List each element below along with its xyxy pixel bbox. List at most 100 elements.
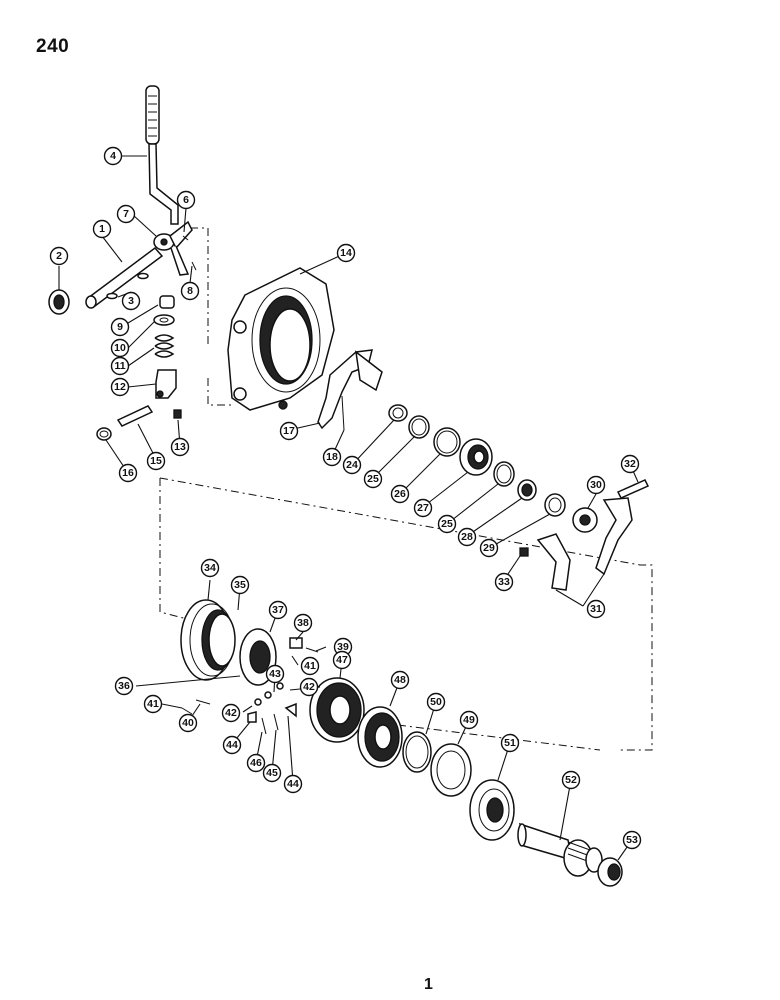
svg-text:43: 43 — [269, 668, 281, 680]
part-ring-26 — [433, 427, 461, 457]
part-washer-28 — [517, 479, 537, 501]
callout-18: 18 — [322, 447, 342, 467]
svg-text:44: 44 — [287, 778, 299, 790]
part-pins — [182, 235, 197, 271]
callout-37: 37 — [268, 600, 288, 620]
callout-24: 24 — [342, 455, 362, 475]
callout-42b: 42 — [221, 703, 241, 723]
callout-41b: 41 — [300, 656, 320, 676]
part-lever-arm — [153, 220, 193, 276]
svg-text:25: 25 — [367, 473, 379, 485]
svg-text:1: 1 — [99, 223, 105, 235]
callout-34: 34 — [200, 558, 220, 578]
part-small-hardware — [181, 682, 297, 735]
callout-13: 13 — [170, 437, 190, 457]
svg-text:40: 40 — [182, 717, 194, 729]
callout-2: 2 — [49, 246, 69, 266]
part-bearing — [459, 438, 493, 476]
callout-30: 30 — [586, 475, 606, 495]
callout-27: 27 — [413, 498, 433, 518]
svg-text:48: 48 — [394, 674, 406, 686]
svg-text:42: 42 — [303, 681, 315, 693]
svg-text:52: 52 — [565, 774, 577, 786]
callout-balloons: 1 2 3 4 6 7 8 9 10 11 12 13 14 15 16 17 … — [49, 146, 642, 850]
part-block — [289, 637, 303, 649]
part-snap-ring-25a — [408, 415, 430, 439]
callout-1: 1 — [92, 219, 112, 239]
svg-text:13: 13 — [174, 441, 186, 453]
part-plunger — [159, 295, 175, 309]
callout-12: 12 — [110, 377, 130, 397]
callout-9: 9 — [110, 317, 130, 337]
part-plate-49 — [430, 743, 472, 797]
part-bushing — [544, 493, 566, 517]
part-snap-ring — [96, 427, 112, 441]
callout-50: 50 — [426, 692, 446, 712]
svg-text:12: 12 — [114, 381, 126, 393]
svg-text:6: 6 — [183, 194, 189, 206]
part-keys — [106, 272, 149, 300]
svg-text:30: 30 — [590, 479, 602, 491]
svg-text:47: 47 — [336, 654, 348, 666]
svg-text:34: 34 — [204, 562, 216, 574]
part-detent-housing — [155, 369, 177, 399]
callout-16: 16 — [118, 463, 138, 483]
callout-45: 45 — [262, 763, 282, 783]
svg-text:28: 28 — [461, 531, 473, 543]
callout-8: 8 — [180, 281, 200, 301]
callout-32: 32 — [620, 454, 640, 474]
svg-text:42: 42 — [225, 707, 237, 719]
svg-text:15: 15 — [150, 455, 162, 467]
part-shift-lever-handle — [145, 85, 179, 225]
callout-46: 46 — [246, 753, 266, 773]
svg-text:14: 14 — [340, 247, 352, 259]
callout-40: 40 — [178, 713, 198, 733]
callout-29: 29 — [479, 538, 499, 558]
callout-7: 7 — [116, 204, 136, 224]
callout-42a: 42 — [299, 677, 319, 697]
svg-text:25: 25 — [441, 518, 453, 530]
part-bolt — [616, 479, 650, 499]
svg-text:39: 39 — [337, 641, 349, 653]
callout-51: 51 — [500, 733, 520, 753]
callout-33: 33 — [494, 572, 514, 592]
svg-text:51: 51 — [504, 737, 516, 749]
svg-text:50: 50 — [430, 696, 442, 708]
svg-text:26: 26 — [394, 488, 406, 500]
svg-text:41: 41 — [304, 660, 316, 672]
assembly-dashed-lines — [159, 227, 653, 751]
svg-text:44: 44 — [226, 739, 238, 751]
svg-text:27: 27 — [417, 502, 429, 514]
callout-4: 4 — [103, 146, 123, 166]
svg-text:41: 41 — [147, 698, 159, 710]
svg-text:17: 17 — [283, 425, 295, 437]
callout-6: 6 — [176, 190, 196, 210]
part-disc-48 — [357, 706, 403, 768]
part-clutch-drum — [180, 599, 236, 681]
callout-48: 48 — [390, 670, 410, 690]
svg-text:29: 29 — [483, 542, 495, 554]
callout-25b: 25 — [437, 514, 457, 534]
callout-28: 28 — [457, 527, 477, 547]
part-pressure-plate — [469, 779, 515, 841]
part-housing — [227, 267, 335, 411]
svg-text:18: 18 — [326, 451, 338, 463]
svg-text:38: 38 — [297, 617, 309, 629]
part-spring — [154, 334, 175, 358]
svg-text:46: 46 — [250, 757, 262, 769]
callout-35: 35 — [230, 575, 250, 595]
callout-31: 31 — [586, 599, 606, 619]
callout-49: 49 — [459, 710, 479, 730]
callout-44b: 44 — [283, 774, 303, 794]
svg-text:16: 16 — [122, 467, 134, 479]
svg-text:53: 53 — [626, 834, 638, 846]
svg-text:9: 9 — [117, 321, 123, 333]
callout-36: 36 — [114, 676, 134, 696]
callout-52: 52 — [561, 770, 581, 790]
callout-14: 14 — [336, 243, 356, 263]
svg-text:33: 33 — [498, 576, 510, 588]
part-shifter-fork — [317, 349, 383, 431]
svg-text:36: 36 — [118, 680, 130, 692]
callout-15: 15 — [146, 451, 166, 471]
